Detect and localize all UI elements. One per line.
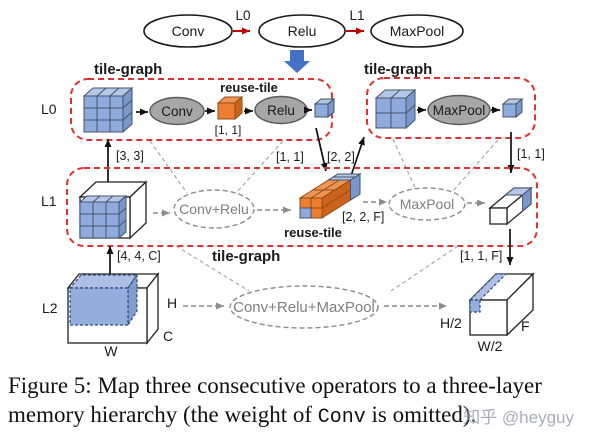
l0-maxpool-input-cube-2x2 [374, 88, 417, 130]
l1-convrelu-op [173, 189, 255, 229]
caption-line1: Figure 5: Map three consecutive operator… [8, 373, 542, 398]
tile-graph-title-right: tile-graph [364, 61, 432, 78]
l2-fused-op-label: Conv+Relu+MaxPool [233, 299, 375, 316]
transfer-label-l1-to-l2: [1, 1, F] [460, 249, 502, 263]
l1-maxpool-op [388, 187, 466, 221]
l0-maxpool-op-label: MaxPool [433, 103, 486, 118]
l0-right-tile-box [366, 77, 536, 139]
l0-relu-op-label: Relu [267, 103, 295, 118]
l1-input-cube [78, 180, 148, 240]
dim-label-w-half: W/2 [478, 338, 503, 354]
tile-graph-title-left: tile-graph [94, 61, 162, 78]
l0-reuse-tile-cube-orange [216, 95, 244, 121]
figure-diagram: L0 L1 Conv Relu MaxPool L0 L1 L2 tile-gr… [41, 8, 545, 359]
map-line-l0r-a [392, 138, 417, 191]
l1-reuse-tile-label: reuse-tile [284, 225, 342, 240]
l0-left-tile-box [70, 78, 333, 141]
operator-graph: L0 L1 Conv Relu MaxPool [143, 8, 464, 73]
map-line-l1-b [390, 245, 459, 292]
conv-node [143, 14, 233, 48]
caption-code-conv: Conv [317, 406, 366, 430]
l0-input-tile-cube-3x3 [82, 86, 134, 134]
l2-fused-op [229, 285, 379, 329]
dim-label-c: C [163, 328, 173, 344]
transfer-label-l0-right-to-l1: [1, 1] [517, 147, 545, 161]
transfer-label-l1-to-l0-left: [3, 3] [116, 149, 144, 163]
dim-label-f: F [521, 318, 530, 334]
l1-tile-shape-label: [2, 2, F] [342, 210, 384, 224]
dim-label-w: W [104, 343, 118, 359]
l1-convrelu-op-label: Conv+Relu [179, 201, 249, 217]
map-down-arrow-icon [284, 50, 310, 73]
relu-node-label: Relu [288, 23, 317, 39]
l0-reuse-tile-label: reuse-tile [220, 80, 278, 95]
map-line-l1-a [175, 245, 250, 292]
watermark: 知乎 @heyguy [463, 408, 574, 427]
dim-label-h: H [167, 295, 177, 311]
conv-node-label: Conv [172, 23, 205, 39]
level-label-l1: L1 [41, 193, 57, 209]
l0-output-tile-cube [313, 97, 336, 119]
transfer-label-l0-left-to-l1: [1, 1] [276, 150, 304, 164]
l1-maxpool-op-label: MaxPool [400, 196, 454, 212]
l2-output-tensor-cube [468, 272, 535, 337]
l1-reuse-tile-bar-orange [298, 173, 362, 219]
l0-conv-op-label: Conv [161, 104, 193, 119]
maxpool-node-label: MaxPool [390, 23, 444, 39]
tile-graph-title-bottom: tile-graph [212, 248, 280, 265]
figure-caption: Figure 5: Map three consecutive operator… [0, 367, 600, 431]
transfer-arrow-l0-left-to-l1 [315, 127, 328, 172]
map-line-l0r-b [452, 139, 499, 192]
edge-label-l1: L1 [349, 8, 364, 23]
dim-label-h-half: H/2 [440, 315, 462, 331]
transfer-label-l1-to-l0-right: [2, 2] [327, 150, 355, 164]
l0-maxpool-op [427, 94, 491, 126]
l2-input-tensor-cube [66, 272, 160, 345]
transfer-label-l2-to-l1: [4, 4, C] [117, 249, 161, 263]
l1-output-bar [488, 186, 533, 226]
transfer-arrow-l1-to-l0-right [350, 136, 365, 177]
l0-tile-shape-label: [1, 1] [215, 123, 242, 137]
l0-maxpool-output-cube [501, 97, 524, 119]
maxpool-node [370, 14, 464, 48]
level-label-l2: L2 [42, 300, 58, 316]
l0-conv-op [149, 96, 205, 126]
edge-label-l0: L0 [235, 8, 250, 23]
level-label-l0: L0 [41, 101, 57, 117]
caption-line2: memory hierarchy (the weight of Conv is … [8, 402, 477, 430]
relu-node [258, 14, 346, 48]
l1-tile-box [66, 167, 538, 247]
